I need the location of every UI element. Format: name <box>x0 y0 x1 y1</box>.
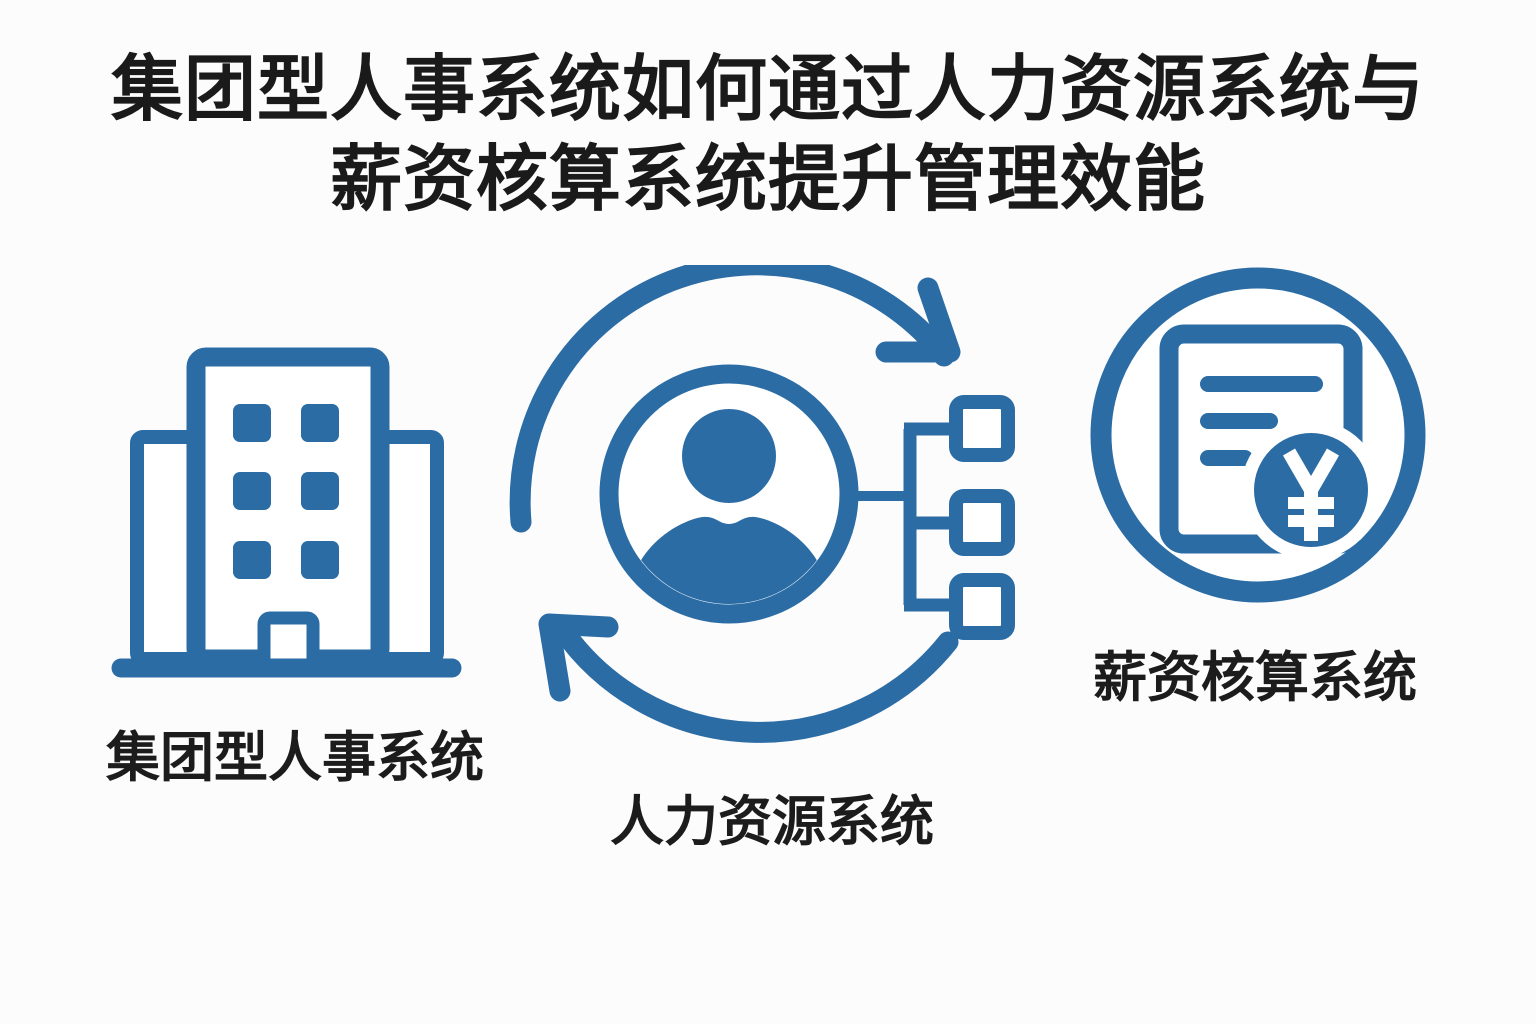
sync-arrow-top-head <box>875 277 961 363</box>
sync-arrow-top <box>509 265 955 533</box>
label-group-hr-system: 集团型人事系统 <box>106 728 484 788</box>
label-hr-system: 人力资源系统 <box>610 792 934 852</box>
page-title-line2: 薪资核算系统提升管理效能 <box>329 140 1206 220</box>
page-title-line1: 集团型人事系统如何通过人力资源系统与 <box>110 50 1425 130</box>
orgchart-node-square <box>949 395 1015 462</box>
person-sync-orgchart-icon <box>509 265 1015 743</box>
yen-symbol <box>1282 448 1340 541</box>
window-pane <box>301 472 339 510</box>
person-shoulders <box>627 516 831 604</box>
window-pane <box>233 541 271 579</box>
label-payroll-system: 薪资核算系统 <box>1093 648 1417 708</box>
person-head <box>682 409 776 503</box>
window-pane <box>301 541 339 579</box>
sync-arrow-bottom <box>551 618 959 743</box>
window-pane <box>233 472 271 510</box>
orgchart-node-square <box>949 489 1015 556</box>
sync-arrow-bottom-head <box>538 613 619 702</box>
payroll-document-yen-icon <box>1090 267 1426 603</box>
window-pane <box>301 404 339 442</box>
page-title: 集团型人事系统如何通过人力资源系统与 薪资核算系统提升管理效能 <box>0 45 1536 225</box>
window-pane <box>233 404 271 442</box>
orgchart-node-square <box>949 573 1015 640</box>
office-building-icon <box>111 347 462 678</box>
